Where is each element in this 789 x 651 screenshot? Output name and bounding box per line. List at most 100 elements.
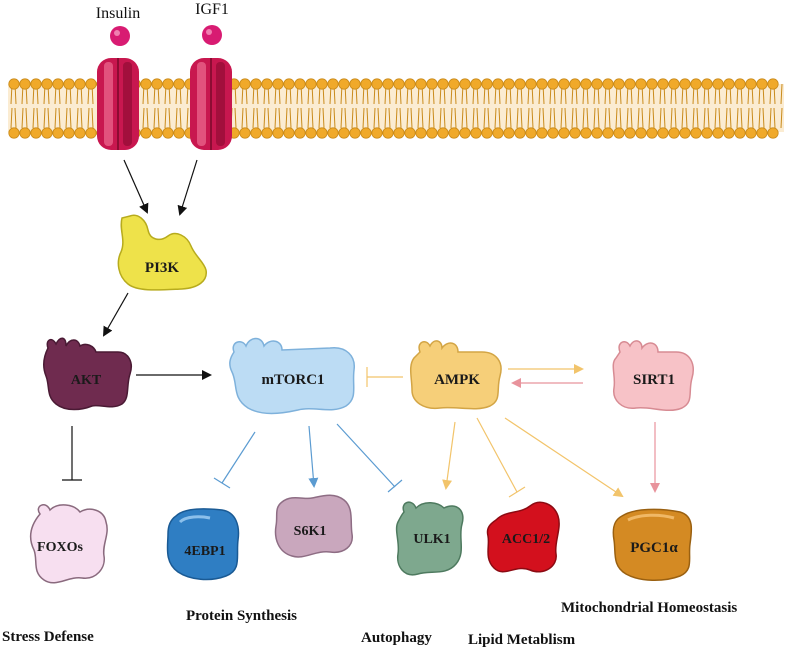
- lipid-head: [8, 127, 20, 139]
- insulin-ligand: Insulin: [96, 5, 140, 46]
- lipid-head: [393, 78, 405, 90]
- lipid-head: [41, 127, 53, 139]
- lipid-head: [613, 78, 625, 90]
- lipid-head: [426, 127, 438, 139]
- insulin-receptor: [97, 58, 139, 150]
- lipid-head: [272, 127, 284, 139]
- acc-protein: ACC1/2: [486, 501, 560, 573]
- lipid-head: [558, 78, 570, 90]
- arrow-ampk-pgc1a: [504, 417, 624, 498]
- lipid-head: [371, 127, 383, 139]
- lipid-head: [514, 78, 526, 90]
- lipid-head: [624, 127, 636, 139]
- lipid-head: [8, 78, 20, 90]
- lipid-head: [547, 78, 559, 90]
- lipid-head: [602, 78, 614, 90]
- pi3k-label: PI3K: [145, 260, 180, 276]
- lipid-head: [283, 78, 295, 90]
- sirt1-protein: SIRT1: [612, 340, 694, 411]
- lipid-head: [305, 127, 317, 139]
- arrows-black: [62, 159, 212, 481]
- lipid-head: [173, 78, 185, 90]
- lipid-head: [448, 127, 460, 139]
- lipid-head: [690, 78, 702, 90]
- lipid-head: [19, 127, 31, 139]
- lipid-head: [283, 127, 295, 139]
- lipid-head: [239, 78, 251, 90]
- lipid-head: [316, 78, 328, 90]
- lipid-head: [580, 127, 592, 139]
- lipid-head: [404, 78, 416, 90]
- inhibit-mtorc1-ulk1: [336, 423, 396, 488]
- lipid-head: [162, 78, 174, 90]
- lipid-head: [327, 78, 339, 90]
- akt-protein: AKT: [43, 337, 132, 411]
- lipid-head: [415, 78, 427, 90]
- ampk-label: AMPK: [434, 372, 480, 388]
- acc-label: ACC1/2: [502, 532, 550, 547]
- lipid-head: [426, 78, 438, 90]
- lipid-head: [734, 127, 746, 139]
- lipid-head: [349, 127, 361, 139]
- lipid-head: [701, 78, 713, 90]
- sirt1-label: SIRT1: [633, 372, 675, 388]
- lipid-head: [701, 127, 713, 139]
- lipid-head: [250, 78, 262, 90]
- lipid-head: [371, 78, 383, 90]
- lipid-head: [503, 127, 515, 139]
- ulk1-protein: ULK1: [395, 501, 464, 576]
- lipid-head: [668, 78, 680, 90]
- lipid-head: [569, 78, 581, 90]
- lipid-head: [140, 127, 152, 139]
- arrows-mtorc1: [213, 423, 403, 493]
- lipid-head: [63, 127, 75, 139]
- lipid-head: [349, 78, 361, 90]
- lipid-head: [316, 127, 328, 139]
- lipid-head: [613, 127, 625, 139]
- lipid-head: [448, 78, 460, 90]
- lipid-head: [591, 78, 603, 90]
- lipid-head: [85, 78, 97, 90]
- lipid-head: [745, 78, 757, 90]
- insulin-label: Insulin: [96, 5, 140, 22]
- arrow-pi3k-akt: [103, 292, 129, 337]
- lipid-head: [52, 78, 64, 90]
- arrow-mtorc1-s6k1: [308, 425, 319, 488]
- arrow-igf1-pi3k: [177, 159, 198, 216]
- cell-membrane: [8, 78, 784, 139]
- arrow-ampk-ulk1: [442, 421, 456, 490]
- igf1-ligand: IGF1: [195, 1, 229, 45]
- lipid-head: [437, 127, 449, 139]
- lipid-head: [338, 127, 350, 139]
- ulk1-label: ULK1: [413, 532, 450, 547]
- outcome-protein-synthesis: Protein Synthesis: [186, 608, 297, 624]
- outcome-mitochondrial-homeostasis: Mitochondrial Homeostasis: [561, 600, 737, 616]
- igf1-receptor: [190, 58, 232, 150]
- ampk-protein: AMPK: [409, 340, 502, 410]
- lipid-head: [767, 78, 779, 90]
- lipid-head: [74, 78, 86, 90]
- lipid-head: [712, 78, 724, 90]
- mtorc1-protein: mTORC1: [229, 337, 355, 415]
- s6k1-protein: S6K1: [274, 494, 353, 558]
- lipid-head: [140, 78, 152, 90]
- lipid-head: [536, 127, 548, 139]
- lipid-head: [338, 78, 350, 90]
- arrows-ampk: [366, 364, 624, 498]
- lipid-head: [734, 78, 746, 90]
- lipid-heads-bottom: [8, 127, 779, 139]
- lipid-head: [459, 78, 471, 90]
- lipid-head: [569, 127, 581, 139]
- pgc1a-protein: PGC1α: [612, 508, 693, 581]
- lipid-head: [360, 127, 372, 139]
- s6k1-label: S6K1: [294, 524, 327, 539]
- akt-label: AKT: [71, 373, 102, 388]
- lipid-head: [382, 127, 394, 139]
- lipid-head: [525, 127, 537, 139]
- arrow-insulin-pi3k: [123, 159, 149, 214]
- lipid-head: [52, 127, 64, 139]
- inhibit-mtorc1-4ebp1: [221, 431, 256, 484]
- lipid-head: [591, 127, 603, 139]
- igf1-label: IGF1: [195, 1, 229, 18]
